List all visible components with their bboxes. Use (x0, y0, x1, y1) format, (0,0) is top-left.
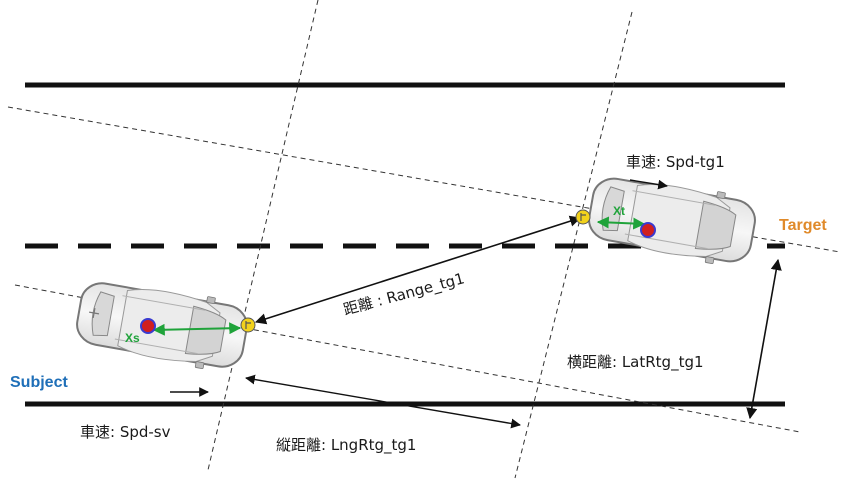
lateral-arrow (746, 258, 782, 420)
longitudinal-label: 縦距離: LngRtg_tg1 (276, 436, 416, 455)
xs-arrow (152, 322, 242, 336)
subject-car (76, 282, 248, 370)
target-label: Target (779, 217, 827, 234)
target-speed-label: 車速: Spd-tg1 (626, 153, 725, 171)
xt-arrow (596, 216, 646, 230)
target-center-dot (640, 222, 656, 238)
subject-perpendicular-line (207, 0, 319, 471)
range-label: 距離 : Range_tg1 (341, 269, 466, 320)
xt-label: Xt (613, 204, 625, 218)
target-speed-arrow (629, 179, 668, 190)
lateral-label: 横距離: LatRtg_tg1 (567, 353, 704, 372)
subject-speed-label: 車速: Spd-sv (80, 423, 171, 441)
target-perpendicular-line (514, 11, 633, 479)
target-sensor-icon (575, 209, 591, 225)
xs-label: Xs (125, 331, 140, 345)
subject-center-dot (140, 318, 156, 334)
target-car (588, 177, 756, 265)
range-arrow (254, 215, 582, 325)
subject-axis-line (14, 284, 801, 433)
longitudinal-arrow (245, 374, 521, 429)
subject-label: Subject (10, 374, 68, 391)
subject-sensor-icon (240, 317, 256, 333)
